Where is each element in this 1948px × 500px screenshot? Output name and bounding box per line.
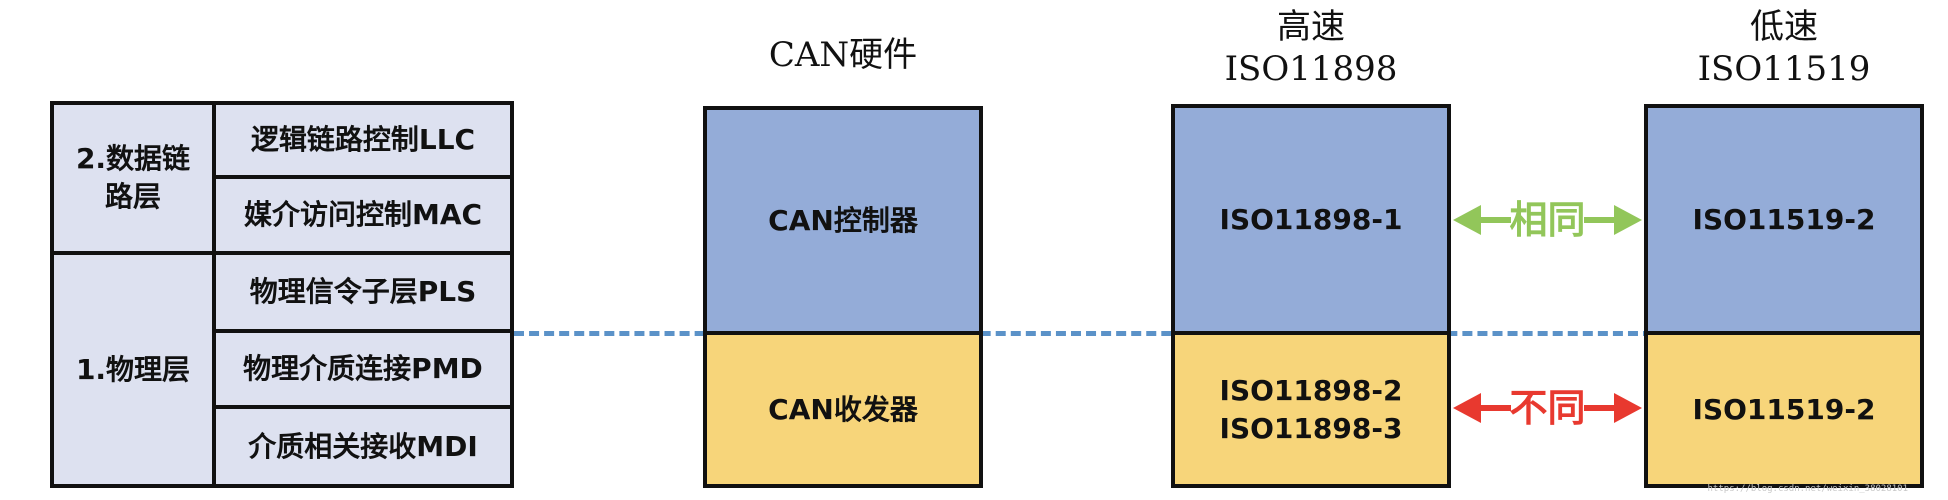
mac-sublayer-cell: 媒介访问控制MAC [212, 175, 514, 255]
can-transceiver-box: CAN收发器 [703, 331, 983, 488]
iso11898-3-label: ISO11898-3 [1219, 411, 1403, 445]
physical-layer-label: 1.物理层 [75, 352, 191, 386]
iso11519-2-lower-label: ISO11519-2 [1692, 392, 1876, 426]
can-transceiver-label: CAN收发器 [768, 392, 918, 426]
iso11898-2-3-box: ISO11898-2 ISO11898-3 [1171, 331, 1451, 488]
high-speed-heading: 高速 ISO11898 [1171, 6, 1451, 90]
pls-sublayer-label: 物理信令子层PLS [249, 275, 477, 308]
can-controller-box: CAN控制器 [703, 106, 983, 335]
watermark-text: https://blog.csdn.net/weixin_38028101 [1707, 484, 1908, 494]
iso11519-2-upper-label-wrap: ISO11519-2 [1648, 108, 1920, 331]
can-controller-label: CAN控制器 [768, 203, 918, 237]
low-speed-heading: 低速 ISO11519 [1644, 6, 1924, 90]
can-hardware-heading: CAN硬件 [768, 35, 918, 75]
llc-sublayer-label: 逻辑链路控制LLC [250, 123, 476, 156]
data-link-layer-cell: 2.数据链路层 [50, 101, 216, 255]
low-speed-heading-line2: ISO11519 [1697, 49, 1871, 89]
mdi-sublayer-label: 介质相关接收MDI [248, 429, 478, 463]
same-label: 相同 [1509, 198, 1586, 242]
data-link-layer-label: 2.数据链路层 [75, 142, 191, 213]
llc-sublayer-cell: 逻辑链路控制LLC [212, 101, 514, 179]
iso11519-2-lower-label-wrap: ISO11519-2 [1648, 335, 1920, 484]
iso11519-2-upper-label: ISO11519-2 [1692, 202, 1876, 236]
high-speed-heading-line2: ISO11898 [1224, 49, 1398, 89]
iso11519-2-upper-box: ISO11519-2 [1644, 104, 1924, 335]
low-speed-heading-line1: 低速 [1750, 7, 1818, 47]
pmd-sublayer-cell: 物理介质连接PMD [212, 329, 514, 409]
pmd-sublayer-label: 物理介质连接PMD [243, 352, 483, 385]
iso11519-2-lower-box: ISO11519-2 [1644, 331, 1924, 488]
physical-layer-cell: 1.物理层 [50, 251, 216, 488]
can-controller-label-wrap: CAN控制器 [707, 110, 979, 331]
different-double-arrow-icon [1453, 393, 1642, 423]
mdi-sublayer-cell: 介质相关接收MDI [212, 405, 514, 488]
same-double-arrow-icon [1453, 205, 1642, 235]
mac-sublayer-label: 媒介访问控制MAC [243, 198, 483, 231]
iso11898-1-label-wrap: ISO11898-1 [1175, 108, 1447, 331]
pls-sublayer-cell: 物理信令子层PLS [212, 251, 514, 333]
iso11898-2-label: ISO11898-2 [1219, 373, 1403, 407]
osi-layer-table: 2.数据链路层 逻辑链路控制LLC 媒介访问控制MAC 1.物理层 物理信令子层… [50, 101, 514, 488]
iso11898-1-label: ISO11898-1 [1219, 202, 1403, 236]
iso11898-1-box: ISO11898-1 [1171, 104, 1451, 335]
high-speed-heading-line1: 高速 [1277, 7, 1345, 47]
iso11898-2-3-label-wrap: ISO11898-2 ISO11898-3 [1175, 335, 1447, 484]
different-label: 不同 [1509, 386, 1586, 430]
can-transceiver-label-wrap: CAN收发器 [707, 335, 979, 484]
